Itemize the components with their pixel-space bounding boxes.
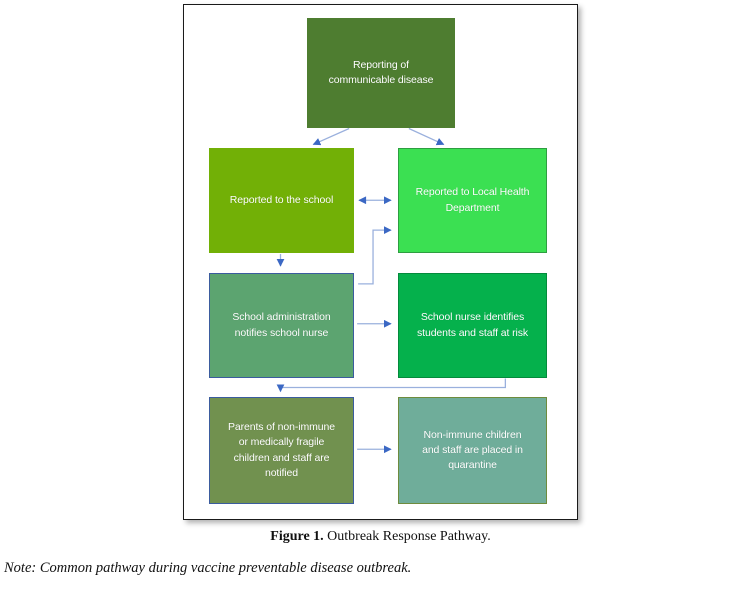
edge-admin-to-health-dept — [358, 226, 392, 285]
edge-nurse-to-parents — [276, 378, 507, 393]
node-health-dept-line1: Reported to Local Health — [415, 186, 530, 199]
node-health-dept-line2: Department — [445, 201, 500, 214]
node-reporting-line1: Reporting of — [352, 58, 409, 71]
node-nurse-line1: School nurse identifies — [420, 311, 525, 324]
node-quarantine-line1: Non-immune children — [423, 428, 522, 441]
edge-reporting-to-school — [312, 127, 350, 146]
node-nurse-line2: students and staff at risk — [416, 326, 529, 339]
figure-caption-text: Outbreak Response Pathway. — [323, 529, 491, 544]
figure-caption: Figure 1. Outbreak Response Pathway. — [183, 529, 578, 545]
node-parents-line2: or medically fragile — [238, 436, 325, 449]
node-school-nurse-identifies-students-and-staff-at-risk: School nurse identifies students and sta… — [398, 273, 547, 378]
node-admin-line1: School administration — [232, 311, 331, 324]
node-reporting-line2: communicable disease — [328, 74, 434, 86]
figure-caption-label: Figure 1. — [270, 529, 324, 544]
flowchart-connectors — [276, 127, 507, 454]
node-quarantine-line3: quarantine — [448, 459, 497, 472]
edge-reporting-to-health-dept — [408, 127, 445, 146]
node-school-line1: Reported to the school — [229, 193, 334, 206]
node-reported-to-the-school: Reported to the school — [209, 148, 354, 253]
node-parents-line1: Parents of non-immune — [227, 421, 336, 434]
node-school-administration-notifies-school-nurse: School administration notifies school nu… — [209, 273, 354, 378]
node-reporting-of-communicable-disease: Reporting of communicable disease — [307, 18, 455, 128]
node-reported-to-local-health-department: Reported to Local Health Department — [398, 148, 547, 253]
node-non-immune-children-placed-in-quarantine: Non-immune children and staff are placed… — [398, 397, 547, 504]
node-parents-of-non-immune-children-notified: Parents of non-immune or medically fragi… — [209, 397, 354, 504]
node-quarantine-line2: and staff are placed in — [422, 443, 523, 456]
figure-note: Note: Common pathway during vaccine prev… — [4, 560, 412, 576]
node-parents-line3: children and staff are — [233, 451, 330, 464]
node-admin-line2: notifies school nurse — [234, 326, 329, 339]
node-parents-line4: notified — [264, 466, 299, 479]
figure-frame: Reporting of communicable disease Report… — [183, 4, 578, 520]
